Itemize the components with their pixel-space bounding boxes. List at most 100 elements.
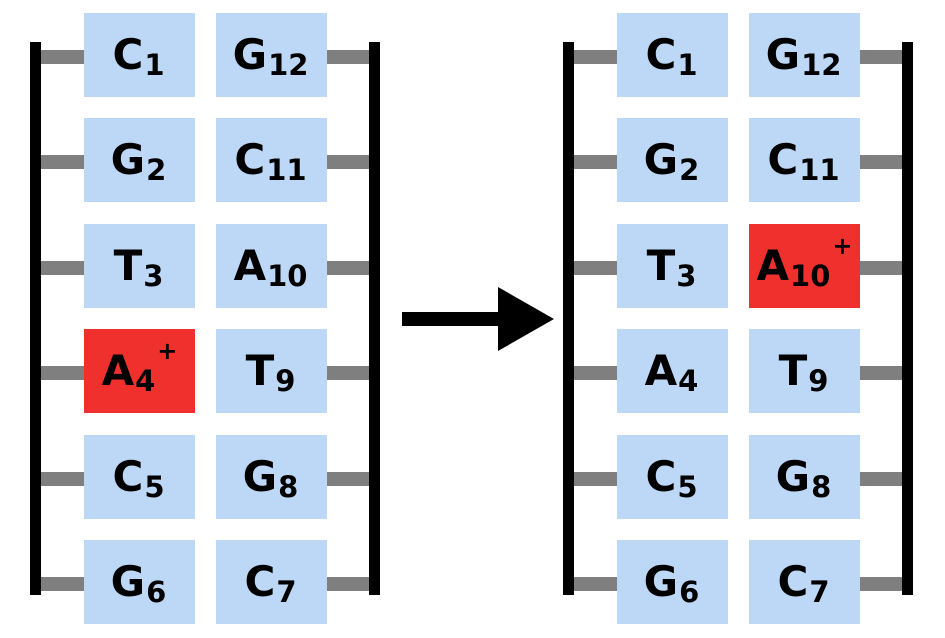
connector-right: [326, 472, 369, 486]
base-number: 7: [809, 574, 830, 609]
charge-label: +: [832, 232, 853, 260]
base-letter: C: [112, 452, 144, 501]
base-letter: C: [777, 557, 809, 606]
connector-right: [859, 50, 902, 64]
backbone-strand-left: [563, 42, 574, 595]
base-number: 2: [679, 152, 700, 187]
base-letter: G: [110, 135, 146, 184]
base-letter: C: [645, 30, 677, 79]
base-number: 9: [275, 363, 296, 398]
base-number: 5: [677, 469, 698, 504]
connector-right: [859, 155, 902, 169]
base-number: 4: [678, 363, 699, 398]
base-number: 10: [267, 258, 308, 293]
base-letter: G: [643, 557, 679, 606]
base-number: 6: [679, 574, 700, 609]
base-number: 2: [146, 152, 167, 187]
base-number: 8: [811, 469, 832, 504]
base-number: 10: [790, 258, 831, 293]
backbone-strand-right: [369, 42, 380, 595]
connector-left: [574, 261, 617, 275]
connector-right: [859, 366, 902, 380]
connector-right: [326, 577, 369, 591]
base-number: 6: [146, 574, 167, 609]
base-number: 5: [144, 469, 165, 504]
base-number: 7: [276, 574, 297, 609]
right-arrow-icon: [402, 287, 554, 351]
connector-right: [859, 577, 902, 591]
base-letter: C: [234, 135, 266, 184]
base-number: 12: [801, 47, 842, 82]
connector-left: [574, 366, 617, 380]
base-number: 12: [268, 47, 309, 82]
connector-left: [41, 261, 84, 275]
base-letter: C: [645, 452, 677, 501]
base-letter: A: [644, 346, 678, 395]
base-number: 3: [143, 258, 164, 293]
base-letter: A: [101, 346, 135, 395]
base-letter: A: [756, 241, 790, 290]
base-number: 3: [676, 258, 697, 293]
base-letter: G: [242, 452, 278, 501]
connector-left: [41, 577, 84, 591]
base-letter: T: [646, 241, 676, 290]
base-letter: T: [778, 346, 808, 395]
arrow-head: [498, 287, 554, 351]
backbone-strand-left: [30, 42, 41, 595]
connector-left: [41, 366, 84, 380]
connector-right: [326, 366, 369, 380]
connector-left: [574, 472, 617, 486]
base-letter: C: [244, 557, 276, 606]
base-number: 1: [144, 47, 165, 82]
base-number: 11: [266, 152, 307, 187]
base-number: 9: [808, 363, 829, 398]
connector-right: [859, 261, 902, 275]
connector-right: [326, 155, 369, 169]
base-letter: C: [767, 135, 799, 184]
base-number: 4: [135, 363, 156, 398]
base-number: 8: [278, 469, 299, 504]
connector-left: [41, 155, 84, 169]
base-number: 11: [799, 152, 840, 187]
base-number: 1: [677, 47, 698, 82]
connector-right: [326, 50, 369, 64]
base-letter: G: [232, 30, 268, 79]
backbone-strand-right: [902, 42, 913, 595]
base-letter: G: [775, 452, 811, 501]
connector-left: [41, 50, 84, 64]
connector-right: [326, 261, 369, 275]
connector-left: [574, 155, 617, 169]
arrow-shaft: [402, 312, 502, 326]
